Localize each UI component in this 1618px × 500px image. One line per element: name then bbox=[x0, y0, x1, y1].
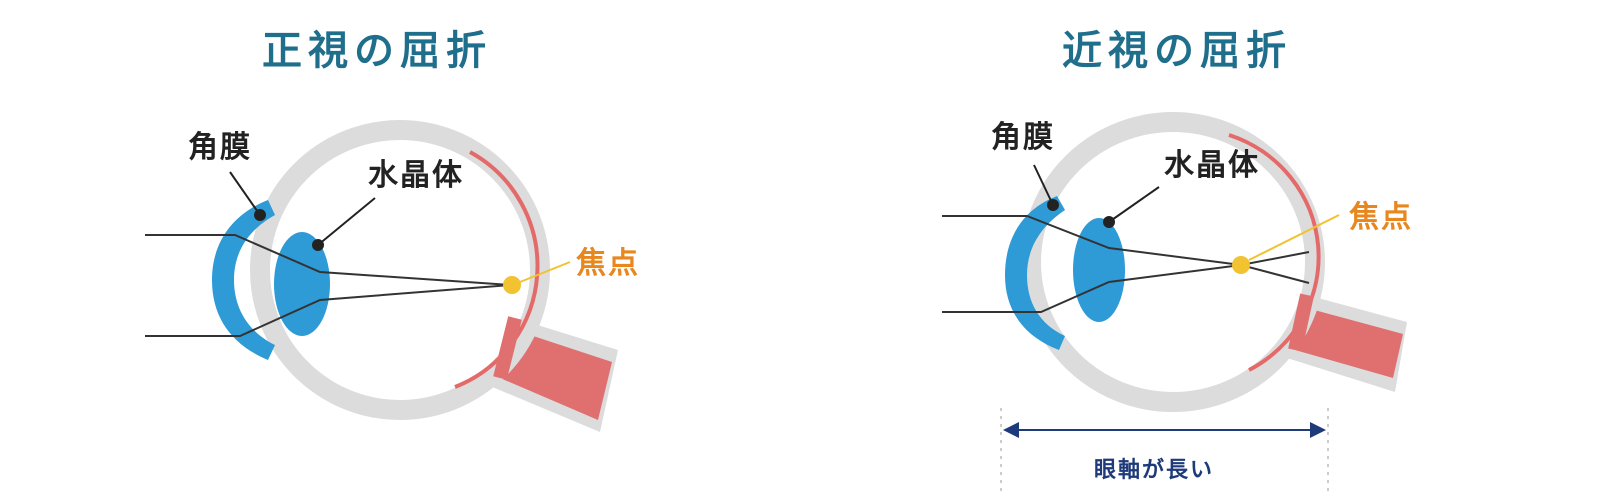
cornea-marker-dot bbox=[254, 209, 266, 221]
focus-point bbox=[1232, 256, 1250, 274]
cornea-leader-line bbox=[229, 171, 261, 216]
cornea bbox=[212, 200, 275, 360]
axial-length-indicator bbox=[1000, 408, 1329, 495]
axial-length-label: 眼軸が長い bbox=[1094, 458, 1215, 483]
light-rays bbox=[145, 234, 511, 337]
myopia-panel: 近視の屈折 角膜 水晶体 焦点 眼軸が長い bbox=[809, 0, 1618, 500]
cornea-leader-line bbox=[1033, 164, 1054, 206]
focus-label: 焦点 bbox=[1349, 200, 1413, 235]
sclera bbox=[250, 120, 550, 420]
sclera bbox=[1021, 112, 1325, 412]
myopia-eye-diagram bbox=[942, 112, 1407, 495]
cornea-label: 角膜 bbox=[991, 120, 1055, 155]
focus-label: 焦点 bbox=[576, 246, 640, 281]
lens-leader-line bbox=[317, 197, 376, 246]
panel-title: 近視の屈折 bbox=[1062, 28, 1292, 74]
arrow-left-icon bbox=[1003, 422, 1019, 438]
focus-leader-line bbox=[519, 261, 571, 283]
optic-nerve bbox=[1287, 295, 1407, 392]
lens-marker-dot bbox=[1103, 216, 1115, 228]
focus-point bbox=[503, 276, 521, 294]
lens-label: 水晶体 bbox=[368, 158, 464, 193]
lens-marker-dot bbox=[312, 239, 324, 251]
emmetropia-eye-diagram bbox=[145, 120, 618, 432]
lens-label: 水晶体 bbox=[1164, 148, 1260, 183]
cornea-label: 角膜 bbox=[188, 130, 252, 165]
lens-leader-line bbox=[1108, 186, 1160, 223]
retina bbox=[1228, 133, 1321, 372]
emmetropia-panel: 正視の屈折 角膜 水晶体 焦点 bbox=[145, 28, 640, 432]
panel-title: 正視の屈折 bbox=[262, 28, 492, 74]
cornea-marker-dot bbox=[1047, 199, 1059, 211]
light-rays bbox=[942, 215, 1310, 313]
focus-leader-line bbox=[1248, 214, 1340, 261]
arrow-right-icon bbox=[1310, 422, 1326, 438]
lens bbox=[1073, 218, 1125, 322]
